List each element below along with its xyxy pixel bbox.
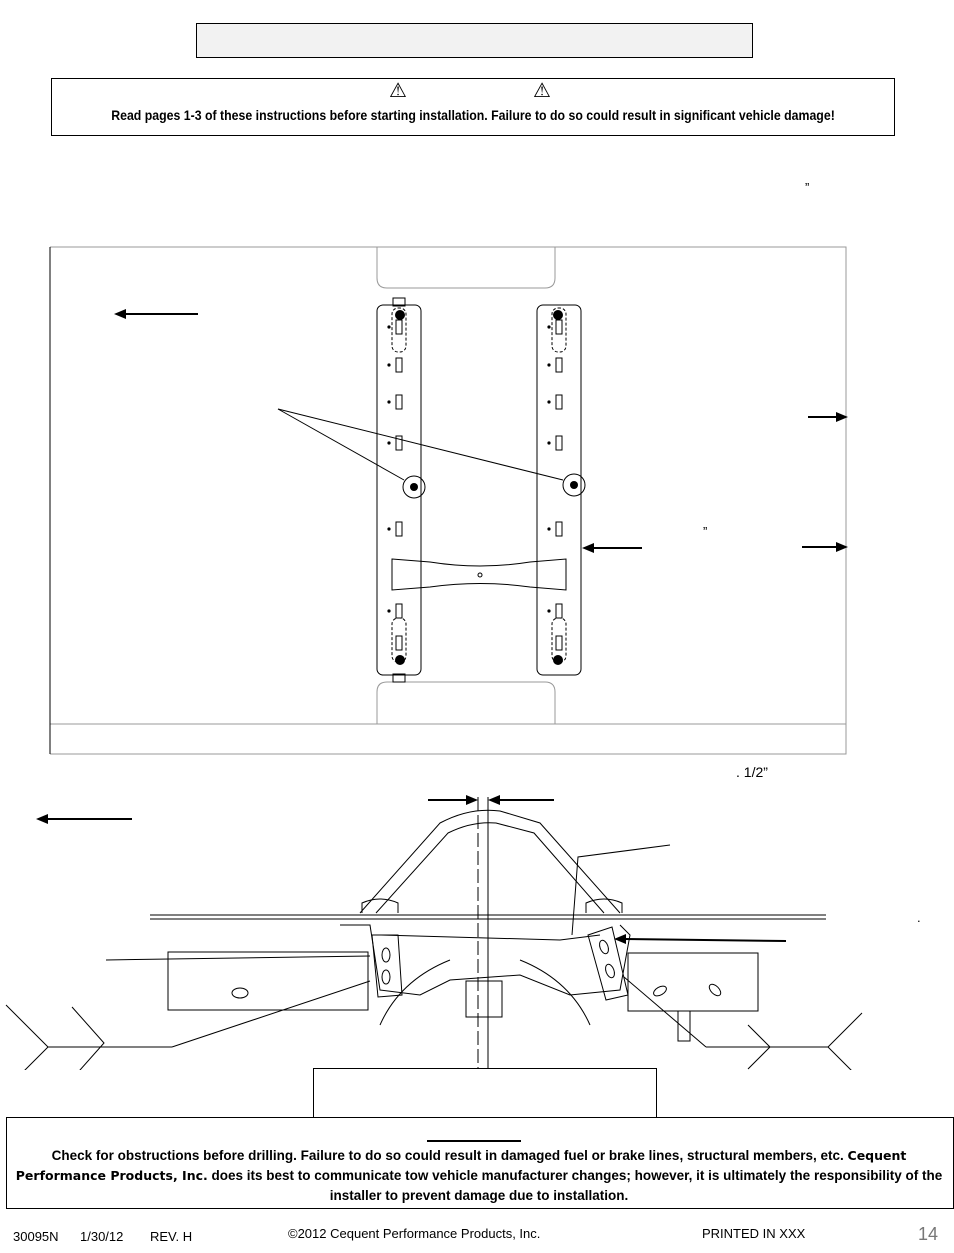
footer-part-number: 30095N <box>13 1229 59 1244</box>
note-box: Check for obstructions before drilling. … <box>6 1117 954 1209</box>
rail-layout-diagram <box>49 246 848 755</box>
footer-revision: REV. H <box>150 1229 193 1244</box>
footer-copyright: ©2012 Cequent Performance Products, Inc. <box>288 1226 541 1241</box>
footer-date: 1/30/12 <box>80 1229 124 1244</box>
note-text-part1: Check for obstructions before drilling. … <box>51 1148 844 1163</box>
quote-mark: ” <box>805 180 810 195</box>
note-text-part3: does its best to communicate tow vehicle… <box>211 1168 943 1203</box>
section-title-bar <box>196 23 753 58</box>
warning-box: ⚠ ⚠ Read pages 1-3 of these instructions… <box>51 78 895 136</box>
note-heading-rule <box>427 1140 521 1142</box>
quote-mark: ” <box>703 524 708 539</box>
dot-mark: . <box>917 910 921 925</box>
warning-text: Read pages 1-3 of these instructions bef… <box>111 107 835 123</box>
frame-side-diagram <box>5 795 863 1070</box>
dimension-label: . 1/2” <box>736 764 768 780</box>
footer-printed: PRINTED IN XXX <box>702 1226 806 1241</box>
note-company: Cequent Performance Products, Inc. <box>15 1148 907 1183</box>
warning-triangle-icon: ⚠ <box>533 80 551 102</box>
note-text: Check for obstructions before drilling. … <box>13 1146 945 1206</box>
caption-box <box>313 1068 657 1118</box>
page-number: 14 <box>918 1224 939 1244</box>
warning-triangle-icon: ⚠ <box>389 80 407 102</box>
